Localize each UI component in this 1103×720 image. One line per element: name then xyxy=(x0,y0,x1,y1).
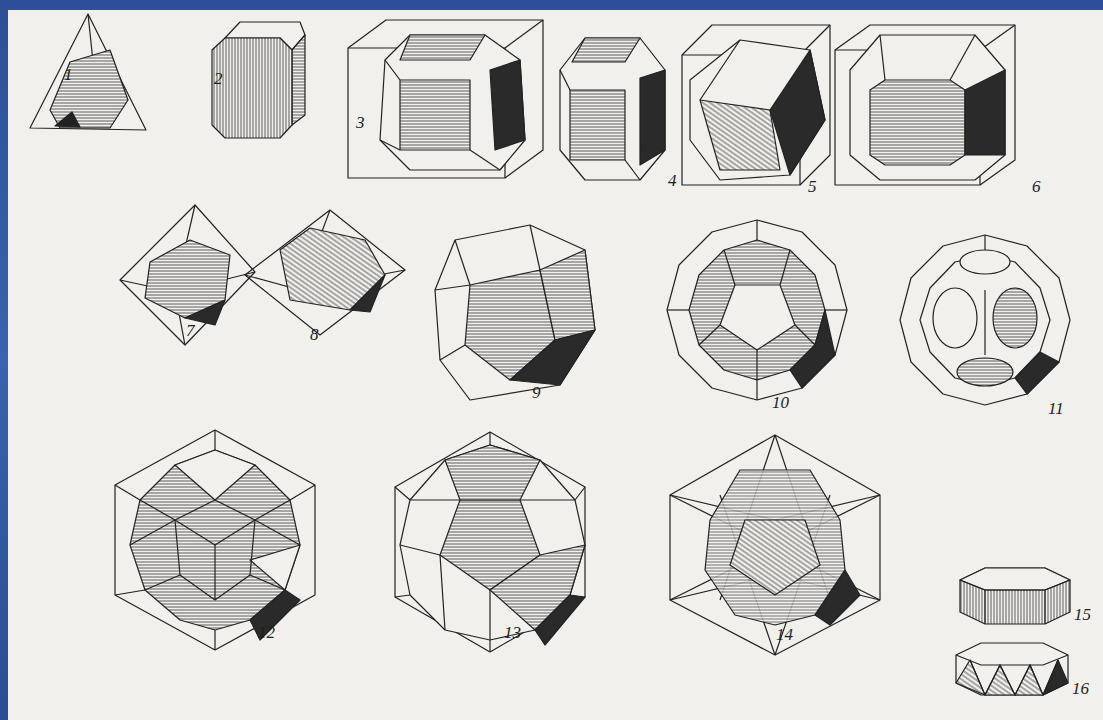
figure-number: 9 xyxy=(532,384,541,401)
figure-number: 2 xyxy=(214,70,223,87)
figure-number: 16 xyxy=(1072,680,1089,697)
figure-number: 12 xyxy=(258,624,275,641)
figure-number: 10 xyxy=(772,394,789,411)
figure-number: 6 xyxy=(1032,178,1041,195)
figure-number: 8 xyxy=(310,326,319,343)
figure-number: 14 xyxy=(776,626,793,643)
figure-number: 7 xyxy=(186,322,195,339)
figure-number: 11 xyxy=(1048,400,1064,417)
figure-number: 4 xyxy=(668,172,677,189)
figure-number: 13 xyxy=(504,624,521,641)
figure-number: 1 xyxy=(64,66,73,83)
figure-number: 3 xyxy=(356,114,365,131)
figure-number: 15 xyxy=(1074,606,1091,623)
figure-number: 5 xyxy=(808,178,817,195)
